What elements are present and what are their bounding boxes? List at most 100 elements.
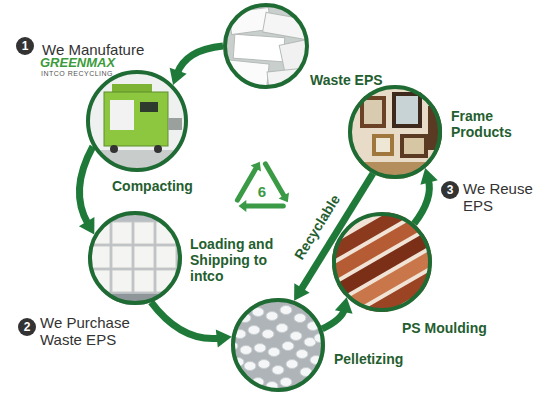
illustration-shape: [294, 384, 306, 393]
illustration-shape: [364, 100, 382, 124]
illustration-shape: [251, 162, 261, 172]
illustration-shape: [156, 270, 176, 292]
illustration-shape: [252, 308, 264, 317]
illustration-shape: [226, 306, 326, 393]
process-circle: Pelletizing: [231, 298, 325, 392]
illustration-shape: [104, 92, 168, 146]
logo-subtitle: INTCO RECYCLING: [41, 70, 113, 78]
step-heading: Loading and Shipping to intco: [190, 236, 282, 284]
illustration-shape: [112, 246, 132, 268]
illustration-shape: [290, 332, 302, 341]
arrow-shaft: [177, 46, 223, 74]
illustration-shape: [263, 12, 310, 39]
illustration-shape: [156, 246, 176, 268]
step-note: We Purchase Waste EPS: [40, 314, 140, 348]
illustration-shape: [231, 298, 325, 392]
illustration-shape: [90, 246, 110, 268]
illustration-shape: [296, 350, 308, 359]
step-heading: Waste EPS: [310, 72, 383, 88]
illustration-shape: [300, 368, 312, 377]
illustration-shape: [112, 270, 132, 292]
step-heading: PS Moulding: [402, 320, 487, 336]
illustration-shape: [286, 360, 298, 369]
illustration-shape: [280, 378, 292, 387]
flow-arrow: [151, 302, 232, 347]
frames-picture: [348, 85, 442, 180]
illustration-shape: [234, 330, 246, 339]
illustration-shape: [140, 102, 158, 112]
illustration-shape: [282, 342, 294, 351]
step-heading: Frame Products: [451, 108, 523, 140]
illustration-shape: [266, 312, 278, 321]
illustration-shape: [279, 192, 289, 202]
illustration-shape: [254, 344, 266, 353]
illustration-shape: [268, 348, 280, 357]
arrow-shaft: [322, 309, 344, 329]
illustration-shape: [248, 326, 260, 335]
illustration-shape: [134, 270, 154, 292]
process-circle: Frame Products: [348, 85, 442, 179]
waste-eps-picture: [223, 3, 315, 92]
illustration-shape: [262, 330, 274, 339]
shipping-picture: [88, 211, 182, 306]
illustration-shape: [307, 322, 319, 331]
illustration-shape: [239, 200, 247, 212]
illustration-shape: [239, 314, 251, 323]
illustration-shape: [134, 246, 154, 268]
illustration-shape: [376, 138, 390, 152]
illustration-shape: [168, 118, 182, 130]
process-circle: Loading and Shipping to intco: [88, 211, 182, 305]
illustration-shape: [134, 222, 154, 244]
illustration-shape: [348, 85, 442, 179]
illustration-shape: [154, 145, 162, 153]
step-note: We Reuse EPS: [463, 180, 538, 214]
illustration-shape: [396, 96, 418, 124]
illustration-shape: [252, 378, 264, 387]
illustration-shape: [372, 134, 394, 156]
flow-arrow: [79, 147, 95, 235]
flow-arrow: [322, 297, 352, 329]
illustration-shape: [112, 222, 132, 244]
illustration-shape: [360, 96, 386, 128]
illustration-shape: [404, 138, 424, 154]
illustration-shape: [110, 100, 134, 130]
process-circle: PS Moulding: [332, 212, 432, 312]
arrow-shaft: [151, 302, 220, 338]
flow-arrow: [170, 46, 223, 85]
illustration-shape: [86, 70, 188, 172]
illustration-shape: [156, 222, 176, 244]
arrow-shaft: [79, 147, 92, 225]
edge-label: Compacting: [112, 178, 193, 194]
process-circle: We Manufature: [86, 70, 188, 172]
compactor-picture: [86, 70, 188, 172]
illustration-shape: [310, 356, 322, 365]
illustration-shape: [400, 134, 428, 158]
illustration-shape: [244, 362, 256, 371]
illustration-shape: [246, 204, 283, 209]
process-circle: Waste EPS: [223, 3, 309, 89]
callout-number: 3: [441, 181, 459, 199]
flow-arrow: [414, 168, 438, 224]
illustration-shape: [276, 324, 288, 333]
illustration-shape: [227, 60, 269, 88]
illustration-shape: [265, 164, 283, 196]
resin-code: 6: [252, 183, 272, 200]
step-heading: Pelletizing: [334, 351, 403, 367]
callout-number: 1: [16, 37, 34, 55]
illustration-shape: [240, 346, 252, 355]
illustration-shape: [258, 360, 270, 369]
illustration-shape: [272, 366, 284, 375]
recycle-arrowheads: [239, 162, 290, 212]
illustration-shape: [237, 169, 255, 201]
illustration-shape: [233, 34, 285, 61]
illustration-shape: [90, 270, 110, 292]
illustration-shape: [88, 211, 182, 305]
pellets-picture: [226, 298, 326, 393]
callout-number: 2: [18, 318, 36, 336]
arrow-shaft: [414, 180, 429, 224]
logo-text: GREENMAX: [40, 55, 115, 70]
illustration-shape: [294, 314, 306, 323]
illustration-shape: [280, 306, 292, 315]
illustration-shape: [110, 145, 118, 153]
